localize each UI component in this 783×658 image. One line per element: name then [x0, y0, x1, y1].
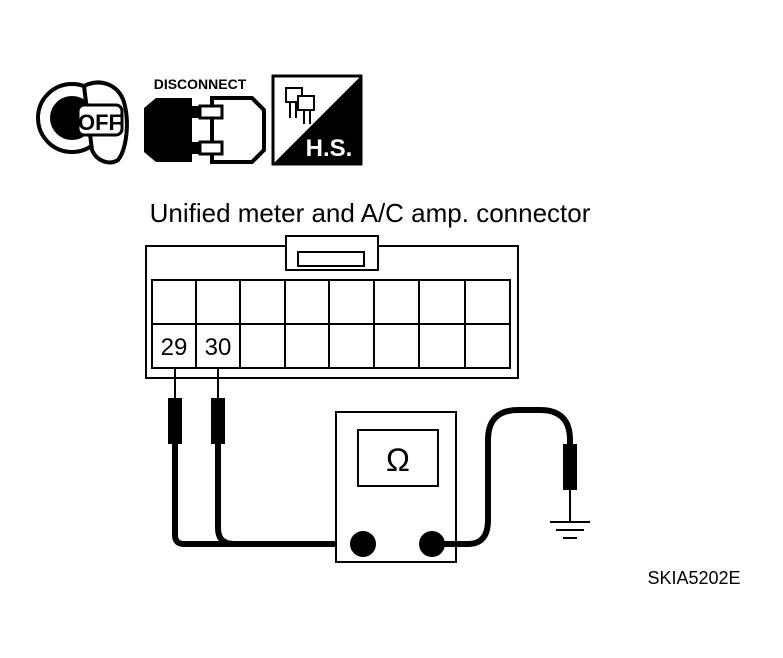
disconnect-connector-icon: DISCONNECT	[144, 76, 266, 164]
probe-30	[211, 368, 235, 547]
ground-symbol-icon	[550, 521, 590, 539]
pin-29-label: 29	[161, 334, 188, 361]
ohmmeter: Ω	[335, 411, 457, 563]
connector-title: Unified meter and A/C amp. connector	[150, 198, 591, 228]
hs-text: H.S.	[306, 135, 353, 162]
disconnect-label: DISCONNECT	[154, 76, 247, 92]
probe-29	[168, 368, 355, 547]
ignition-key-off-icon: OFF	[36, 80, 129, 165]
connector-wires-icon	[285, 87, 315, 124]
ohm-symbol: Ω	[386, 442, 410, 478]
figure-id: SKIA5202E	[647, 568, 740, 588]
pin-30-label: 30	[205, 334, 232, 361]
connector-body: 29 30	[145, 235, 519, 379]
harness-side-icon: H.S.	[271, 74, 363, 166]
ground-probe	[432, 407, 577, 547]
connector-grid	[152, 280, 510, 368]
off-text: OFF	[78, 110, 122, 135]
meter-terminal-left	[350, 531, 376, 557]
